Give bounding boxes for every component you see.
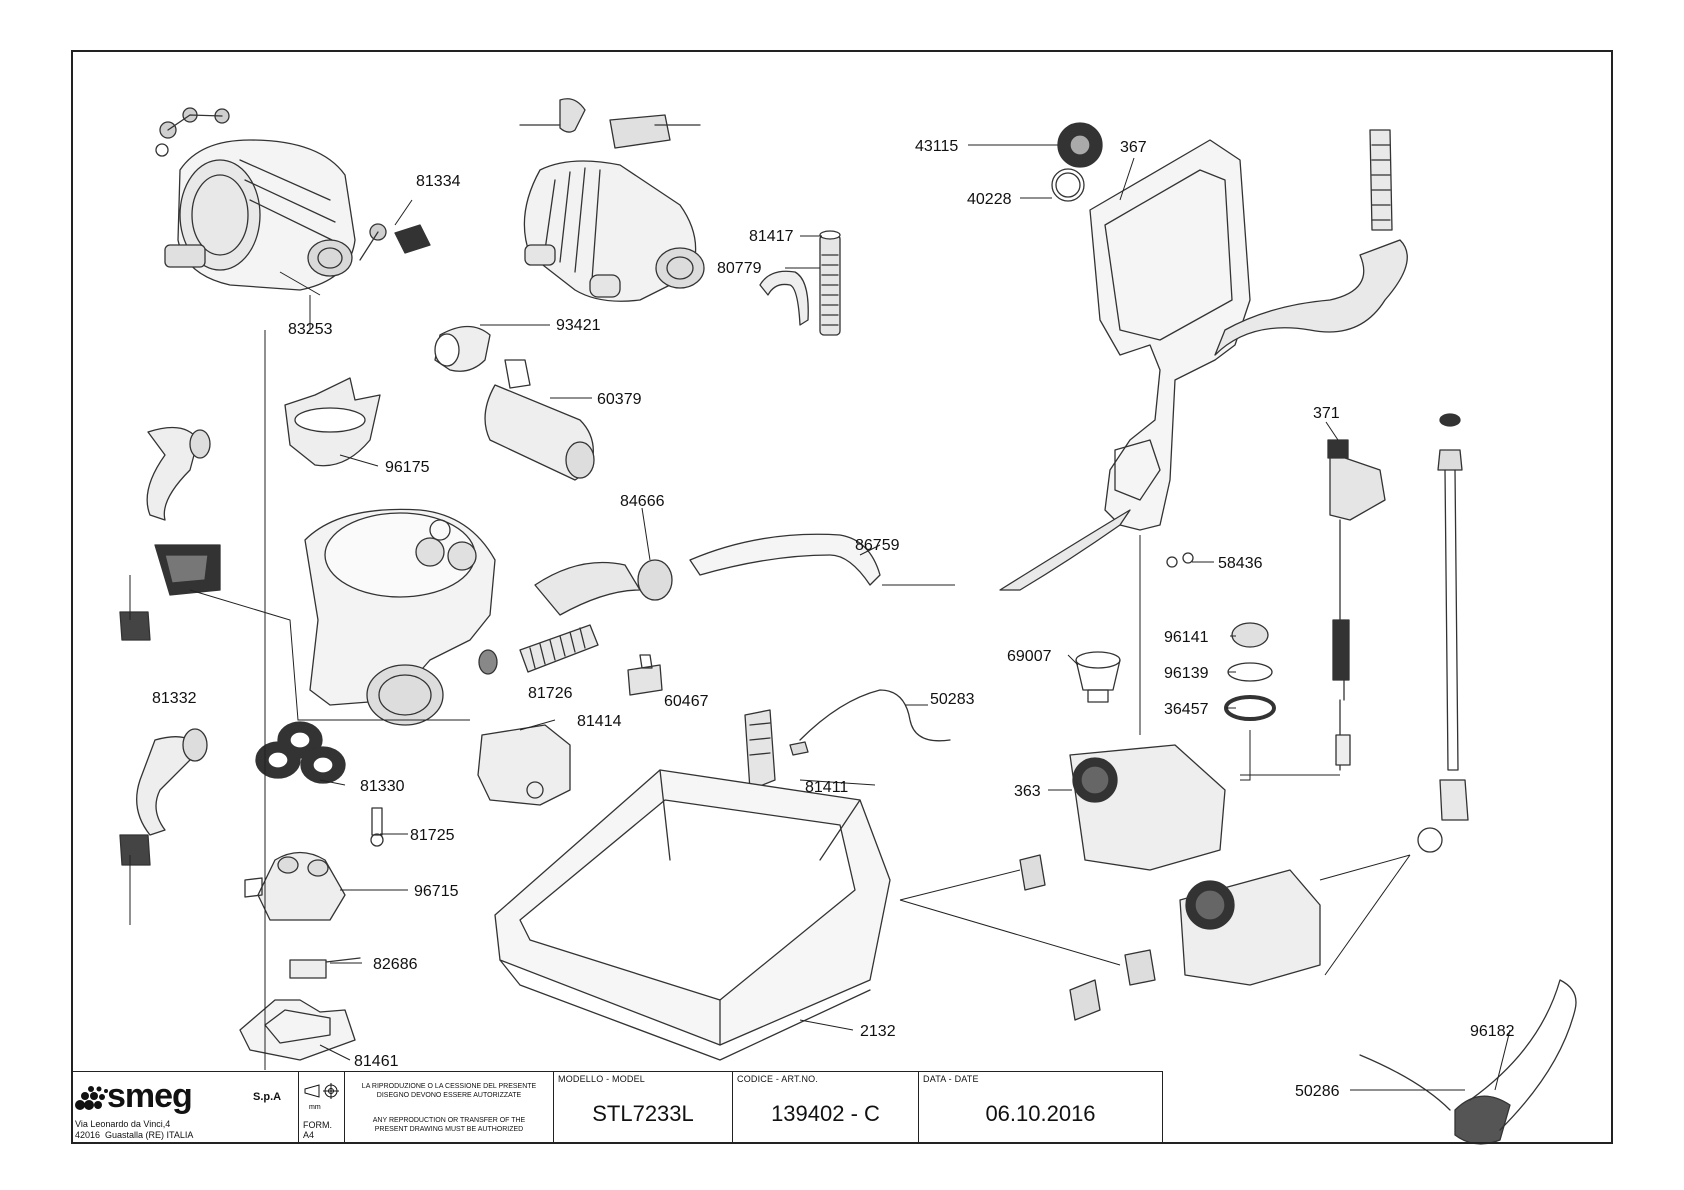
part-label-96715: 96715 — [414, 883, 459, 900]
company-suffix: S.p.A — [253, 1091, 282, 1103]
inlet-valve-part — [1327, 439, 1386, 771]
hose-tube-part — [819, 230, 841, 336]
part-label-96182: 96182 — [1470, 1023, 1515, 1040]
smeg-logo-dots-icon — [75, 1086, 108, 1110]
base-frame-part — [494, 769, 891, 1061]
part-label-86759: 86759 — [855, 537, 900, 554]
part-label-81334: 81334 — [416, 173, 461, 190]
filter-cap-part — [284, 377, 381, 467]
format-label: FORM. A4 — [303, 1120, 332, 1140]
company-logo: smeg — [107, 1077, 193, 1115]
float-cover-part — [239, 999, 356, 1061]
part-label-81330: 81330 — [360, 778, 405, 795]
part-label-2132: 2132 — [860, 1023, 896, 1040]
part-label-80779: 80779 — [717, 260, 762, 277]
part-label-367: 367 — [1120, 139, 1147, 156]
drain-hose-part — [999, 129, 1408, 591]
format-cell: mm FORM. A4 — [299, 1071, 345, 1144]
part-label-81725: 81725 — [410, 827, 455, 844]
title-block-top-border — [71, 1071, 1163, 1072]
address-line-2: 42016 Guastalla (RE) ITALIA — [75, 1130, 194, 1140]
sensor-wire-part — [1359, 1054, 1451, 1111]
air-break-panel-part — [1051, 122, 1251, 531]
pressure-switch-part — [627, 654, 663, 696]
part-label-84666: 84666 — [620, 493, 665, 510]
model-cell: MODELLO - MODEL STL7233L — [554, 1071, 733, 1144]
terminal-block-part — [744, 709, 776, 791]
seal-ring-part — [478, 649, 498, 675]
connector-plug-part — [289, 957, 361, 979]
notice-english: ANY REPRODUCTION OR TRANSFER OF THE PRES… — [372, 1117, 526, 1133]
unit-label: mm — [309, 1104, 321, 1111]
code-cell: CODICE - ART.NO. 139402 - C — [733, 1071, 919, 1144]
part-label-81414: 81414 — [577, 713, 622, 730]
part-label-81411: 81411 — [805, 779, 848, 796]
turbidity-sensor-part — [244, 851, 346, 921]
rinse-cap-part — [1075, 651, 1121, 703]
bearing-ring-part — [359, 223, 431, 261]
power-cable-part — [789, 689, 951, 756]
date-value: 06.10.2016 — [985, 1101, 1096, 1126]
part-label-81332: 81332 — [152, 690, 197, 707]
part-label-96141: 96141 — [1164, 629, 1209, 646]
clamp-valve-part — [119, 611, 151, 866]
part-label-96139: 96139 — [1164, 665, 1209, 682]
heater-element-part — [477, 724, 571, 806]
corrugated-hose-part — [519, 624, 599, 673]
part-label-50283: 50283 — [930, 691, 975, 708]
part-label-43115: 43115 — [915, 138, 958, 155]
heater-sensor-part — [484, 359, 595, 481]
part-label-50286: 50286 — [1295, 1083, 1340, 1100]
level-sensor-part — [1454, 979, 1577, 1145]
dispenser-lid-part — [1231, 622, 1269, 648]
part-label-69007: 69007 — [1007, 648, 1052, 665]
connector-sleeve-part — [434, 325, 491, 372]
address-line-1: Via Leonardo da Vinci,4 — [75, 1119, 171, 1129]
part-label-60379: 60379 — [597, 391, 642, 408]
projection-symbol-icon: mm — [304, 1083, 339, 1111]
small-clip-part — [1019, 552, 1194, 1021]
part-label-60467: 60467 — [664, 693, 709, 710]
notice-cell: LA RIPRODUZIONE O LA CESSIONE DEL PRESEN… — [345, 1071, 554, 1144]
wash-pump-motor-part — [519, 98, 705, 302]
part-label-93421: 93421 — [556, 317, 601, 334]
part-label-81417: 81417 — [749, 228, 794, 245]
part-label-82686: 82686 — [373, 956, 418, 973]
drawing-border — [71, 50, 1613, 1144]
part-label-96175: 96175 — [385, 459, 430, 476]
date-header: DATA - DATE — [923, 1074, 979, 1084]
code-header: CODICE - ART.NO. — [737, 1074, 819, 1084]
drain-pump-motor-part — [155, 107, 356, 291]
elbow-hose-part — [136, 426, 221, 836]
detergent-dispenser-part — [1069, 744, 1321, 986]
gasket-set-part — [255, 721, 346, 784]
part-label-81461: 81461 — [354, 1053, 399, 1070]
small-valve-part — [370, 807, 384, 847]
part-label-81726: 81726 — [528, 685, 573, 702]
hose-clip-part — [759, 270, 809, 326]
date-cell: DATA - DATE 06.10.2016 — [919, 1071, 1163, 1144]
notice-italian: LA RIPRODUZIONE O LA CESSIONE DEL PRESEN… — [361, 1083, 537, 1099]
part-label-58436: 58436 — [1218, 555, 1263, 572]
part-label-363: 363 — [1014, 783, 1041, 800]
sump-housing-part — [304, 508, 496, 726]
part-label-371: 371 — [1313, 405, 1340, 422]
float-valve-part — [1417, 413, 1469, 853]
model-header: MODELLO - MODEL — [558, 1074, 646, 1084]
part-label-40228: 40228 — [967, 191, 1012, 208]
code-value: 139402 - C — [771, 1101, 880, 1126]
model-value: STL7233L — [592, 1101, 694, 1126]
part-label-83253: 83253 — [288, 321, 333, 338]
wash-hose-part — [534, 533, 881, 616]
part-label-36457: 36457 — [1164, 701, 1209, 718]
